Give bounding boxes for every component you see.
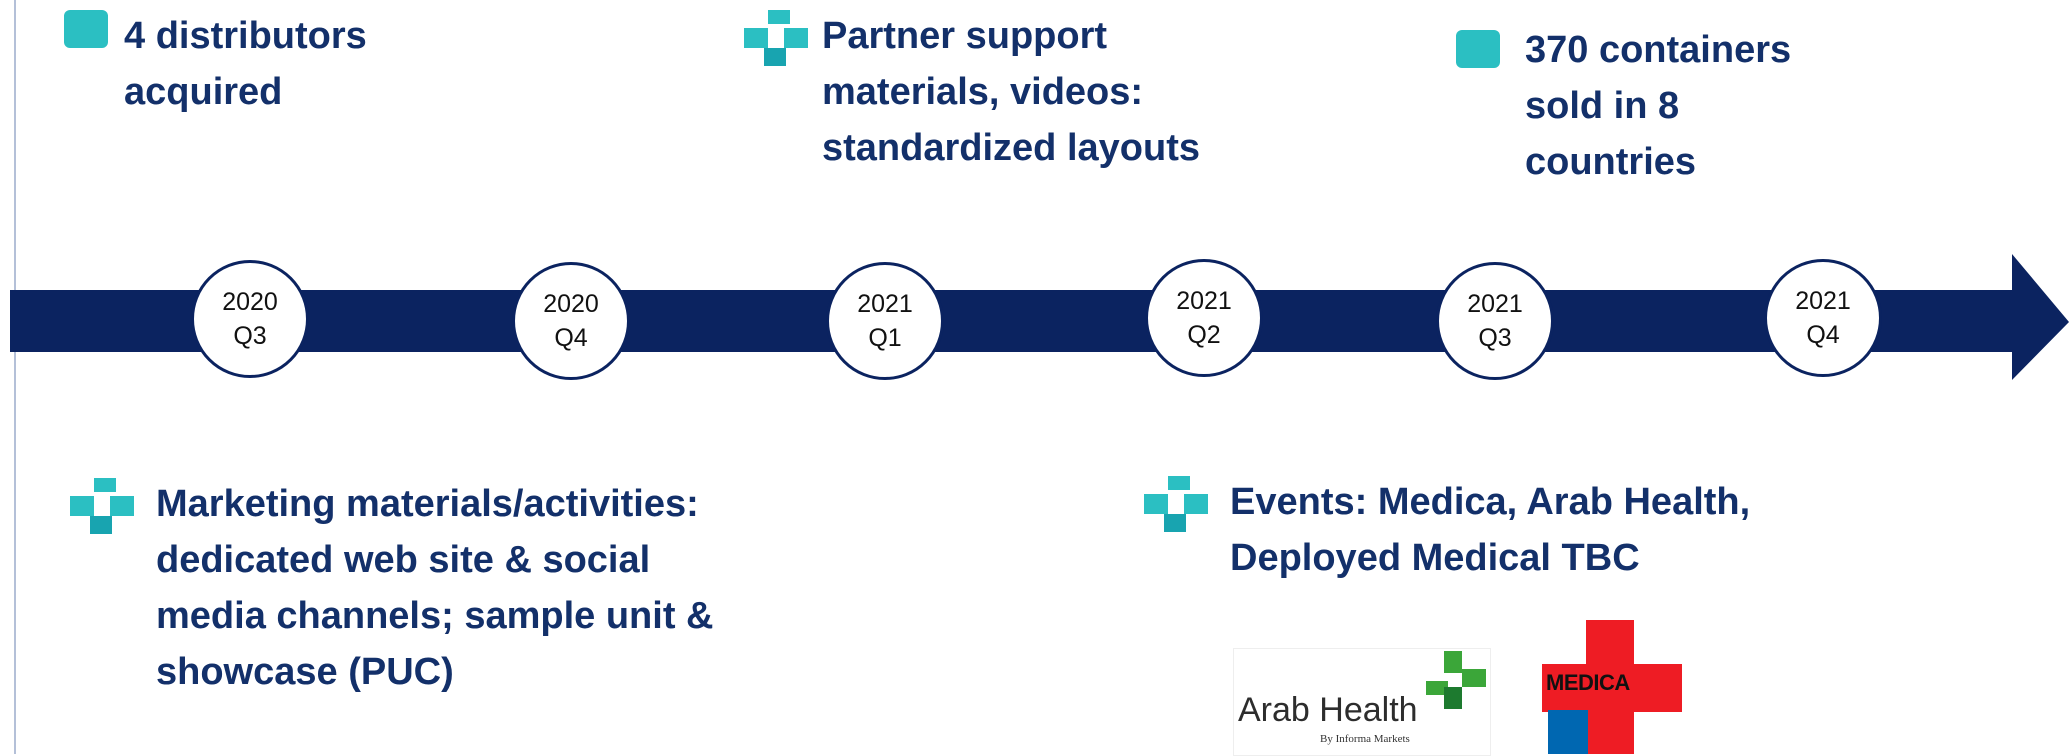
note-line: media channels; sample unit & [156,595,714,637]
milestone-2020-q4: 2020 Q4 [512,262,630,380]
note-line: 370 containers [1525,29,1792,71]
note-line: Events: Medica, Arab Health, [1230,481,1751,523]
milestone-2021-q1: 2021 Q1 [826,262,944,380]
note-line: Deployed Medical TBC [1230,537,1640,579]
medica-cross-shape [1542,664,1682,712]
note-line: materials, videos: [822,71,1144,113]
milestone-year: 2021 [1467,290,1523,318]
note-events: Events: Medica, Arab Health, Deployed Me… [1230,474,1750,586]
milestone-2021-q4: 2021 Q4 [1764,259,1882,377]
milestone-quarter: Q3 [233,322,267,350]
left-rule [14,0,16,754]
milestone-2021-q3: 2021 Q3 [1436,262,1554,380]
milestone-year: 2021 [857,290,913,318]
milestone-quarter: Q1 [868,324,902,352]
arab-health-byline: By Informa Markets [1320,733,1410,745]
note-line: acquired [124,71,283,113]
medical-cross-icon [1144,476,1208,532]
note-containers: 370 containers sold in 8 countries [1525,22,1791,190]
note-line: showcase (PUC) [156,651,454,693]
milestone-2021-q2: 2021 Q2 [1145,259,1263,377]
arab-health-cross-icon [1426,651,1486,709]
note-line: Partner support [822,15,1108,57]
milestone-quarter: Q4 [1806,321,1840,349]
milestone-year: 2020 [222,288,278,316]
medical-cross-icon [744,10,808,66]
arab-health-logo: Arab Health By Informa Markets [1233,648,1491,756]
milestone-quarter: Q2 [1187,321,1221,349]
medical-cross-icon [70,478,134,534]
medica-name: MEDICA [1546,670,1630,695]
milestone-2020-q3: 2020 Q3 [191,260,309,378]
milestone-year: 2020 [543,290,599,318]
note-line: 4 distributors [124,15,367,57]
milestone-year: 2021 [1176,287,1232,315]
milestone-year: 2021 [1795,287,1851,315]
note-marketing: Marketing materials/activities: dedicate… [156,476,713,700]
medica-blue-square [1548,710,1588,754]
note-line: dedicated web site & social [156,539,651,581]
square-icon [1456,30,1500,68]
medica-logo: MEDICA [1542,620,1682,754]
milestone-quarter: Q3 [1478,324,1512,352]
note-line: Marketing materials/activities: [156,483,699,525]
square-icon [64,10,108,48]
arab-health-name: Arab Health [1238,691,1418,729]
note-partner-support: Partner support materials, videos: stand… [822,8,1200,176]
note-line: standardized layouts [822,127,1200,169]
milestone-quarter: Q4 [554,324,588,352]
note-line: countries [1525,141,1697,183]
note-line: sold in 8 [1525,85,1680,127]
note-distributors: 4 distributors acquired [124,8,367,120]
timeline-arrow-shape [10,254,2069,380]
